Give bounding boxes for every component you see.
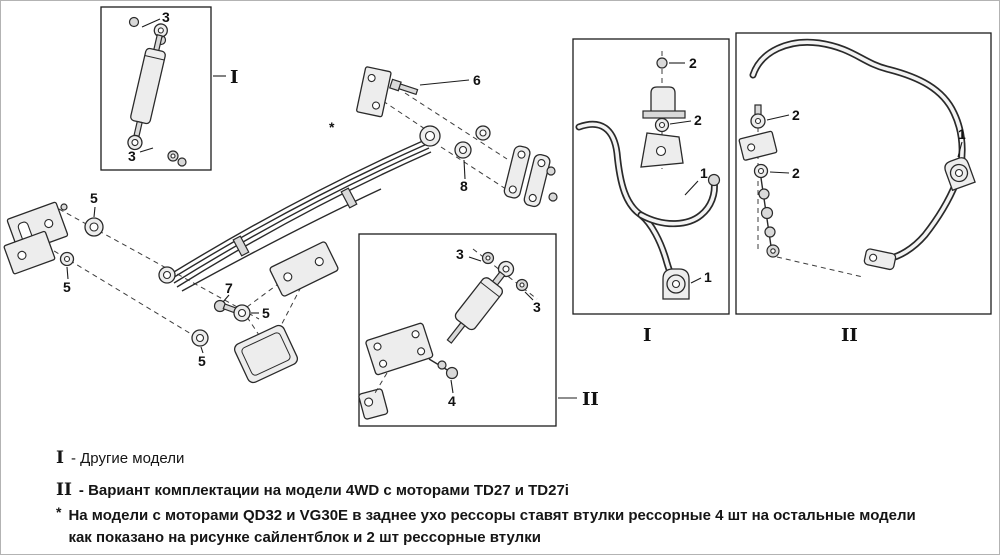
shackle-pin-bolt [388,78,419,96]
leader-line [468,256,482,262]
link-top-bushing [750,104,766,129]
shackle-plates [503,145,558,208]
variant-box-outline [358,233,557,427]
legend-item-2: II - Вариант комплектации на модели 4WD … [56,480,569,502]
link-clamp-bracket [642,86,686,119]
link-angle-bracket [738,130,778,161]
shock-absorber-2 [446,260,515,344]
link-nut [656,57,668,69]
leader-line [690,277,702,284]
shackle-bracket [356,66,392,118]
bar-foot-bracket [640,132,684,168]
callout-shock2-lower: 3 [533,299,541,315]
mount-stud-nut [428,358,459,380]
callout-stab2-lower: 2 [792,165,800,181]
callout-stab2-upper: 2 [792,107,800,123]
leader-line [93,206,96,218]
callout-shock1-bottom: 3 [128,148,136,164]
shock-bottom-washers [167,150,187,167]
spring-bushing-d [191,329,209,347]
shock-absorber-box-2: 3 3 4 II [358,233,599,427]
stabilizer-bar-hook [637,177,718,228]
callout-bushing5-c: 5 [262,305,270,321]
callout-center-bolt7: 7 [225,280,233,296]
link-stud-stack [758,177,780,258]
bar-clamp [662,268,690,300]
leaf-spring [158,125,441,292]
bar-end-tab-2 [863,248,897,271]
spring-seat-plate [269,241,339,297]
leader-line [463,159,466,180]
shock-mount-plate [365,322,434,376]
leader-line [66,266,69,280]
legend-text-3: На модели с моторами QD32 и VG30E в задн… [68,507,916,546]
leader-line [957,141,963,158]
callout-stab1-nut: 2 [689,55,697,71]
variant-label-4: II [841,325,858,346]
variant-label-1: I [230,67,238,88]
variant-box-outline [100,6,212,171]
leader-line [200,346,204,354]
legend-text-1: - Другие модели [70,450,185,467]
leader-line [766,114,790,121]
callout-stab1-clamp: 1 [704,269,712,285]
callout-shock1-top: 3 [162,9,170,25]
leader-line [450,379,454,394]
leader-line [419,79,470,86]
link-lower-bushing [753,163,769,179]
note-asterisk: * [329,119,335,135]
callout-bushing5-a: 5 [90,190,98,206]
stabilizer-box-1: 2 2 1 1 I [572,38,730,346]
spring-bushing-c [233,304,251,322]
legend-marker-1: I [56,448,64,468]
callout-bushing8: 8 [460,178,468,194]
callout-stab2-clamp: 1 [958,126,966,142]
variant-label-3: I [643,325,651,346]
spring-washer-b [59,251,75,267]
shackle-bushings [454,125,491,159]
variant-label-2: II [582,389,599,410]
legend-item-3: * На модели с моторами QD32 и VG30E в за… [56,505,933,549]
shock2-washers [481,251,529,292]
link-to-bar-dash [776,256,864,278]
callout-bushing5-b: 5 [63,279,71,295]
front-hanger-bracket [3,201,69,275]
shock-absorber [127,23,168,151]
bracket-dash [374,372,388,394]
leader-line [141,18,161,28]
variant-box-outline [735,32,992,315]
stabilizer-box-2: 2 2 1 II [735,32,992,346]
bar-clamp-2 [944,157,976,192]
shock-absorber-box-1: 3 3 I [100,6,238,171]
callout-shock2-upper: 3 [456,246,464,262]
leader-line [222,294,230,303]
leader-line [769,171,790,174]
bar-end-tab [707,173,721,187]
legend-marker-2: II [56,480,72,500]
small-bracket [358,388,389,420]
callout-stab1-bar: 1 [700,165,708,181]
leader-line [139,147,154,153]
leader-line [524,291,534,301]
rear-suspension-exploded-diagram: 3 3 I 5 5 [3,6,992,427]
leader-line [684,180,699,196]
spring-bushing-a [84,217,104,237]
spring-pad-plate [233,324,299,384]
callout-pin6: 6 [473,72,481,88]
legend-item-1: I - Другие модели [56,448,184,470]
legend-marker-3: * [56,504,62,520]
leader-line [669,120,692,125]
callout-shock2-nut: 4 [448,393,456,409]
callout-stab1-bushing: 2 [694,112,702,128]
variant-box-outline [572,38,730,315]
legend: I - Другие модели II - Вариант комплекта… [1,441,999,554]
link-bushing [654,117,670,133]
legend-text-2: - Вариант комплектации на модели 4WD с м… [78,482,569,499]
callout-bushing5-d: 5 [198,353,206,369]
